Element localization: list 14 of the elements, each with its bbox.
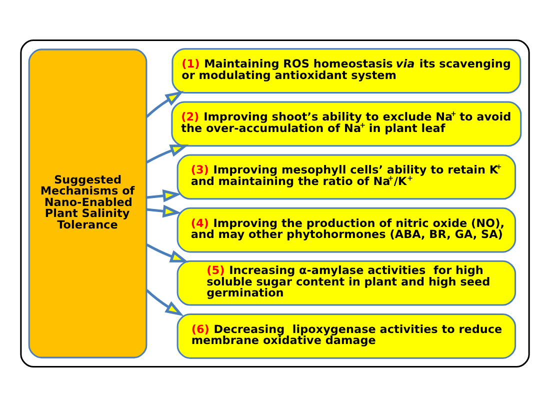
cluster — [20, 38, 530, 368]
node-box: (3) Improving mesophyll cells’ ability to retain K$^{+}$ and maintaining the ratio of Na$^{+}$/K$^{+}$ — [176, 154, 516, 200]
arrow — [146, 90, 184, 118]
node-box: (2) Improving shoot’s ability to exclude Na$^{+}$ to avoid the over-accumulation of Na$^{+}$ in plant leaf — [171, 100, 522, 146]
node-box: (1) Maintaining ROS homeostasis via its scavenging or modulating antioxidant system — [172, 48, 522, 94]
arrow — [146, 144, 189, 163]
arrow — [146, 288, 184, 316]
node-box: (4) Improving the production of nitric oxide (NO), and may other phytohormones (ABA, BR, GA, SA) — [176, 206, 516, 252]
node-box: (6) Decreasing lipoxygenase activities to reduce membrane oxidative damage — [176, 312, 516, 358]
node-box: (5) Increasing α-amylase activities for high soluble sugar content in plant and high seed germination — [176, 260, 516, 306]
arrow — [146, 188, 182, 202]
node-box: Suggested Mechanisms of Nano-Enabled Plant Salinity Tolerance — [28, 48, 148, 358]
arrow — [146, 243, 189, 262]
arrow — [146, 204, 182, 218]
